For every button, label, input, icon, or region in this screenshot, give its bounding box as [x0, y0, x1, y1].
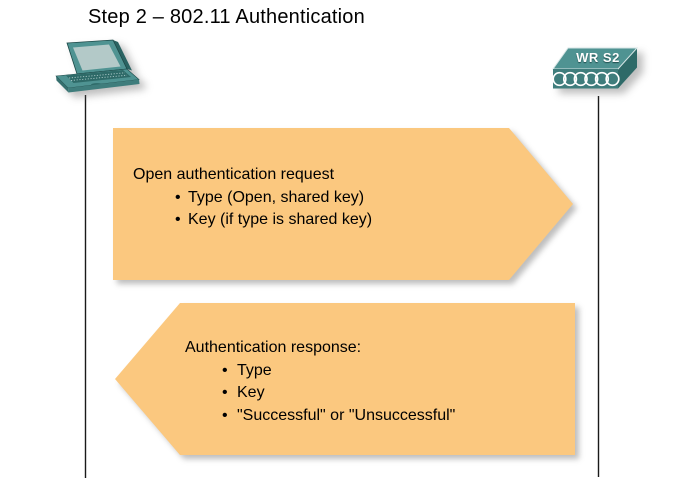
request-heading: Open authentication request — [133, 166, 335, 183]
ap-label: WR S2 — [576, 50, 620, 65]
laptop-icon — [55, 39, 140, 93]
request-bullet: Key (if type is shared key) — [133, 209, 372, 232]
wireless-router-icon — [552, 47, 639, 89]
router-rings-icon — [552, 71, 620, 87]
request-message: Open authentication request Type (Open, … — [133, 164, 372, 232]
response-bullet: "Successful" or "Unsuccessful" — [185, 405, 455, 428]
request-bullet: Type (Open, shared key) — [133, 187, 372, 210]
response-heading: Authentication response: — [185, 339, 362, 356]
diagram-title: Step 2 – 802.11 Authentication — [88, 6, 365, 28]
response-bullet: Key — [185, 382, 455, 405]
response-bullet: Type — [185, 360, 455, 383]
response-bullet-list: Type Key "Successful" or "Unsuccessful" — [185, 360, 455, 428]
request-bullet-list: Type (Open, shared key) Key (if type is … — [133, 187, 372, 232]
response-message: Authentication response: Type Key "Succe… — [185, 337, 455, 428]
